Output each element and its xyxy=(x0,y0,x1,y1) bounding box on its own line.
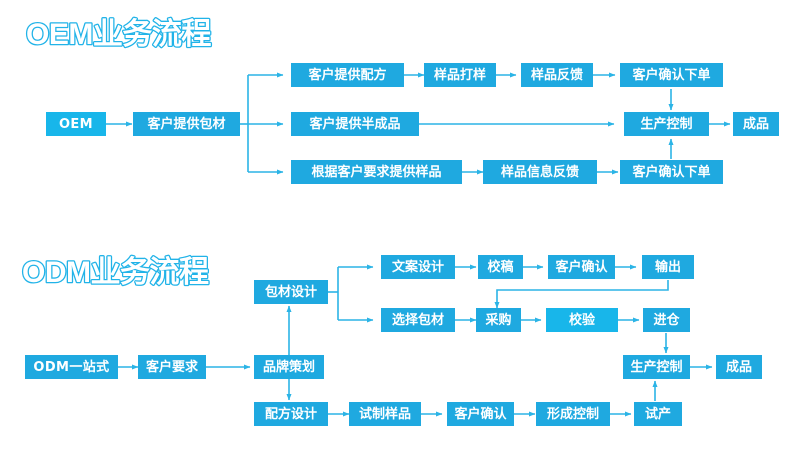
node-formula-design[interactable]: 配方设计 xyxy=(254,402,328,426)
node-brand-planning[interactable]: 品牌策划 xyxy=(254,355,324,379)
oem-section-title: OEM业务流程 xyxy=(26,18,211,51)
connector-shuchu-caigou xyxy=(494,280,669,309)
node-yangpin-label: 根据客户要求提供样品 xyxy=(311,164,441,180)
node-dayang-label: 样品打样 xyxy=(434,67,486,83)
node-customer-confirm-order-bottom[interactable]: 客户确认下单 xyxy=(620,160,723,184)
node-trial-sample[interactable]: 试制样品 xyxy=(349,402,421,426)
node-jiaogao-label: 校稿 xyxy=(487,259,513,275)
node-production-control-odm[interactable]: 生产控制 xyxy=(623,355,690,379)
node-jiaoyan-label: 校验 xyxy=(569,312,596,328)
node-output[interactable]: 输出 xyxy=(642,255,694,279)
node-odm-onestop[interactable]: ODM一站式 xyxy=(25,355,118,379)
node-oem-label: OEM xyxy=(59,117,93,132)
odm-section-title: ODM业务流程 xyxy=(22,256,209,289)
node-shuchu-label: 输出 xyxy=(655,259,681,275)
node-odm-queren2-label: 客户确认 xyxy=(454,406,507,422)
node-customer-confirm-top-odm[interactable]: 客户确认 xyxy=(548,255,615,279)
node-sample-info-feedback[interactable]: 样品信息反馈 xyxy=(483,160,597,184)
node-sample-making[interactable]: 样品打样 xyxy=(424,63,496,87)
node-odm-shengchan-label: 生产控制 xyxy=(630,359,682,375)
node-baocai-label: 客户提供包材 xyxy=(147,116,225,132)
node-customer-provides-formula[interactable]: 客户提供配方 xyxy=(291,63,404,87)
node-xuanze-label: 选择包材 xyxy=(392,312,444,328)
node-xinxi-label: 样品信息反馈 xyxy=(501,164,579,180)
node-trial-production[interactable]: 试产 xyxy=(634,402,682,426)
node-inspection[interactable]: 校验 xyxy=(546,308,618,332)
node-xingcheng-label: 形成控制 xyxy=(547,406,599,422)
node-shichan-label: 试产 xyxy=(645,406,671,422)
node-customer-confirm-order-top[interactable]: 客户确认下单 xyxy=(620,63,723,87)
node-yaoqiu-label: 客户要求 xyxy=(146,359,199,375)
node-customer-provides-semifinished[interactable]: 客户提供半成品 xyxy=(291,112,419,136)
node-packaging-design[interactable]: 包材设计 xyxy=(254,280,328,304)
node-baocaisheji-label: 包材设计 xyxy=(265,284,317,300)
node-shizhi-label: 试制样品 xyxy=(359,406,411,422)
node-warehouse-in[interactable]: 进仓 xyxy=(643,308,690,332)
node-jincang-label: 进仓 xyxy=(653,312,680,328)
node-proofreading[interactable]: 校稿 xyxy=(478,255,523,279)
node-form-control[interactable]: 形成控制 xyxy=(536,402,610,426)
node-queren1-label: 客户确认下单 xyxy=(632,67,710,83)
node-odm-peifang-label: 配方设计 xyxy=(265,406,317,422)
node-sample-feedback[interactable]: 样品反馈 xyxy=(521,63,593,87)
node-customer-requirements[interactable]: 客户要求 xyxy=(138,355,206,379)
node-select-packaging[interactable]: 选择包材 xyxy=(381,308,455,332)
node-finished-product-odm[interactable]: 成品 xyxy=(716,355,762,379)
node-odm-label: ODM一站式 xyxy=(33,359,109,375)
node-bancheng-label: 客户提供半成品 xyxy=(309,116,400,132)
node-wenan-label: 文案设计 xyxy=(392,259,444,275)
node-chengpin-label: 成品 xyxy=(743,116,769,132)
node-oem[interactable]: OEM xyxy=(46,112,106,136)
node-fankui-label: 样品反馈 xyxy=(531,67,583,83)
node-queren2-label: 客户确认下单 xyxy=(632,164,710,180)
node-caigou-label: 采购 xyxy=(484,312,511,328)
node-shengchan-label: 生产控制 xyxy=(640,116,692,132)
node-odm-queren1-label: 客户确认 xyxy=(555,259,608,275)
node-customer-confirm-bottom-odm[interactable]: 客户确认 xyxy=(447,402,514,426)
node-production-control-oem[interactable]: 生产控制 xyxy=(624,112,709,136)
node-purchasing[interactable]: 采购 xyxy=(476,308,521,332)
node-copywriting-design[interactable]: 文案设计 xyxy=(381,255,455,279)
node-cehua-label: 品牌策划 xyxy=(263,359,315,375)
node-odm-chengpin-label: 成品 xyxy=(726,359,752,375)
node-finished-product-oem[interactable]: 成品 xyxy=(733,112,779,136)
node-peifang-label: 客户提供配方 xyxy=(308,67,386,83)
node-sample-per-customer-request[interactable]: 根据客户要求提供样品 xyxy=(291,160,462,184)
node-customer-provides-packaging[interactable]: 客户提供包材 xyxy=(133,112,240,136)
